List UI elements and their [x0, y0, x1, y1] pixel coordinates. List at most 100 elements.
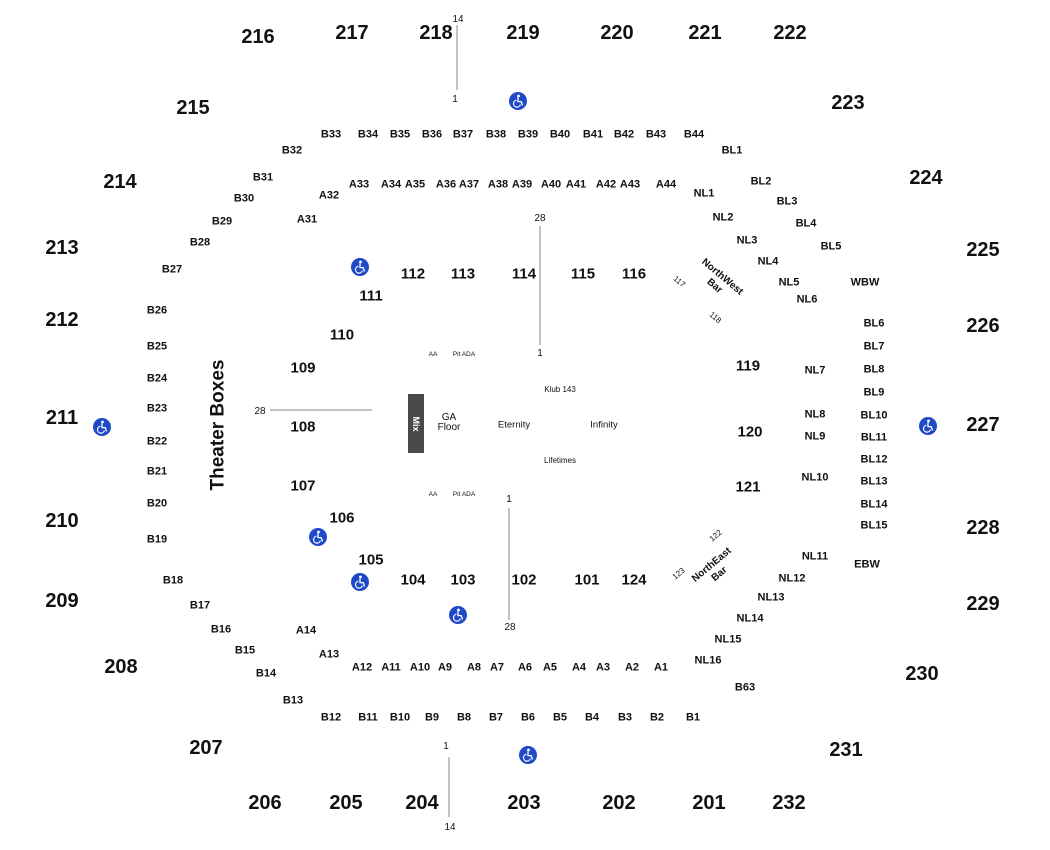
section-223[interactable]: 223	[831, 92, 865, 114]
section-227[interactable]: 227	[966, 414, 1000, 436]
section-119[interactable]: 119	[735, 357, 761, 375]
row-b17[interactable]: B17	[189, 599, 211, 612]
row-b20[interactable]: B20	[146, 497, 168, 510]
row-nl2[interactable]: NL2	[712, 211, 734, 224]
row-b3[interactable]: B3	[617, 711, 633, 724]
row-b9[interactable]: B9	[424, 711, 440, 724]
section-111[interactable]: 111	[359, 287, 383, 305]
wheelchair-icon[interactable]	[351, 573, 369, 591]
row-nl15[interactable]: NL15	[714, 633, 742, 646]
row-b63[interactable]: B63	[734, 681, 756, 694]
row-b24[interactable]: B24	[146, 372, 168, 385]
row-b37[interactable]: B37	[452, 128, 474, 141]
row-b23[interactable]: B23	[146, 402, 168, 415]
row-bl14[interactable]: BL14	[860, 498, 888, 511]
wheelchair-icon[interactable]	[351, 258, 369, 276]
wheelchair-icon[interactable]	[919, 417, 937, 435]
row-bl3[interactable]: BL3	[776, 195, 798, 208]
row-a36[interactable]: A36	[435, 178, 457, 191]
section-203[interactable]: 203	[507, 792, 541, 814]
row-a12[interactable]: A12	[351, 661, 373, 674]
row-a2[interactable]: A2	[624, 661, 640, 674]
section-213[interactable]: 213	[45, 237, 79, 259]
section-108[interactable]: 108	[290, 418, 316, 436]
row-b35[interactable]: B35	[389, 128, 411, 141]
row-a1[interactable]: A1	[653, 661, 669, 674]
wheelchair-icon[interactable]	[449, 606, 467, 624]
row-bl6[interactable]: BL6	[863, 317, 885, 330]
section-120[interactable]: 120	[737, 423, 763, 441]
row-b13[interactable]: B13	[282, 694, 304, 707]
row-b30[interactable]: B30	[233, 192, 255, 205]
theater-boxes-label[interactable]: Theater Boxes	[207, 359, 229, 491]
section-113[interactable]: 113	[450, 265, 476, 283]
section-230[interactable]: 230	[905, 663, 939, 685]
row-a8[interactable]: A8	[466, 661, 482, 674]
row-nl14[interactable]: NL14	[736, 612, 764, 625]
section-232[interactable]: 232	[772, 792, 806, 814]
row-nl6[interactable]: NL6	[796, 293, 818, 306]
row-a39[interactable]: A39	[511, 178, 533, 191]
row-a32[interactable]: A32	[318, 189, 340, 202]
row-b33[interactable]: B33	[320, 128, 342, 141]
section-217[interactable]: 217	[335, 22, 369, 44]
section-109[interactable]: 109	[290, 359, 316, 377]
row-b6[interactable]: B6	[520, 711, 536, 724]
row-b42[interactable]: B42	[613, 128, 635, 141]
section-214[interactable]: 214	[103, 171, 137, 193]
row-a43[interactable]: A43	[619, 178, 641, 191]
row-b2[interactable]: B2	[649, 711, 665, 724]
section-207[interactable]: 207	[189, 737, 223, 759]
row-nl12[interactable]: NL12	[778, 572, 806, 585]
row-bl5[interactable]: BL5	[820, 240, 842, 253]
row-nl9[interactable]: NL9	[804, 430, 826, 443]
section-110[interactable]: 110	[329, 326, 355, 344]
section-225[interactable]: 225	[966, 239, 1000, 261]
row-b11[interactable]: B11	[358, 711, 378, 724]
row-a14[interactable]: A14	[295, 624, 317, 637]
row-bl7[interactable]: BL7	[863, 340, 885, 353]
row-a31[interactable]: A31	[296, 213, 318, 226]
row-bl9[interactable]: BL9	[863, 386, 885, 399]
row-b18[interactable]: B18	[162, 574, 184, 587]
row-nl16[interactable]: NL16	[694, 654, 722, 667]
row-nl5[interactable]: NL5	[778, 276, 800, 289]
row-b38[interactable]: B38	[485, 128, 507, 141]
row-b36[interactable]: B36	[421, 128, 443, 141]
row-nl7[interactable]: NL7	[804, 364, 826, 377]
lifetimes-label[interactable]: Lifetimes	[543, 456, 577, 465]
row-b40[interactable]: B40	[549, 128, 571, 141]
section-116[interactable]: 116	[621, 265, 647, 283]
section-221[interactable]: 221	[688, 22, 722, 44]
row-b32[interactable]: B32	[281, 144, 303, 157]
row-a38[interactable]: A38	[487, 178, 509, 191]
section-114[interactable]: 114	[511, 265, 537, 283]
row-a42[interactable]: A42	[595, 178, 617, 191]
infinity-label[interactable]: Infinity	[590, 419, 618, 431]
row-a7[interactable]: A7	[489, 661, 505, 674]
row-b19[interactable]: B19	[146, 533, 168, 546]
section-219[interactable]: 219	[506, 22, 540, 44]
section-204[interactable]: 204	[405, 792, 439, 814]
section-231[interactable]: 231	[829, 739, 863, 761]
row-b21[interactable]: B21	[146, 465, 168, 478]
section-112[interactable]: 112	[400, 265, 426, 283]
row-b27[interactable]: B27	[161, 263, 183, 276]
row-bl15[interactable]: BL15	[860, 519, 888, 532]
row-b1[interactable]: B1	[685, 711, 701, 724]
row-a34[interactable]: A34	[380, 178, 402, 191]
wheelchair-icon[interactable]	[93, 418, 111, 436]
row-nl8[interactable]: NL8	[804, 408, 826, 421]
row-b12[interactable]: B12	[320, 711, 342, 724]
row-nl11[interactable]: NL11	[801, 550, 829, 563]
row-b22[interactable]: B22	[146, 435, 168, 448]
row-a9[interactable]: A9	[437, 661, 453, 674]
section-228[interactable]: 228	[966, 517, 1000, 539]
row-b14[interactable]: B14	[255, 667, 277, 680]
row-a37[interactable]: A37	[458, 178, 480, 191]
row-a41[interactable]: A41	[565, 178, 587, 191]
row-b28[interactable]: B28	[189, 236, 211, 249]
row-b8[interactable]: B8	[456, 711, 472, 724]
section-226[interactable]: 226	[966, 315, 1000, 337]
row-bl10[interactable]: BL10	[860, 409, 888, 422]
